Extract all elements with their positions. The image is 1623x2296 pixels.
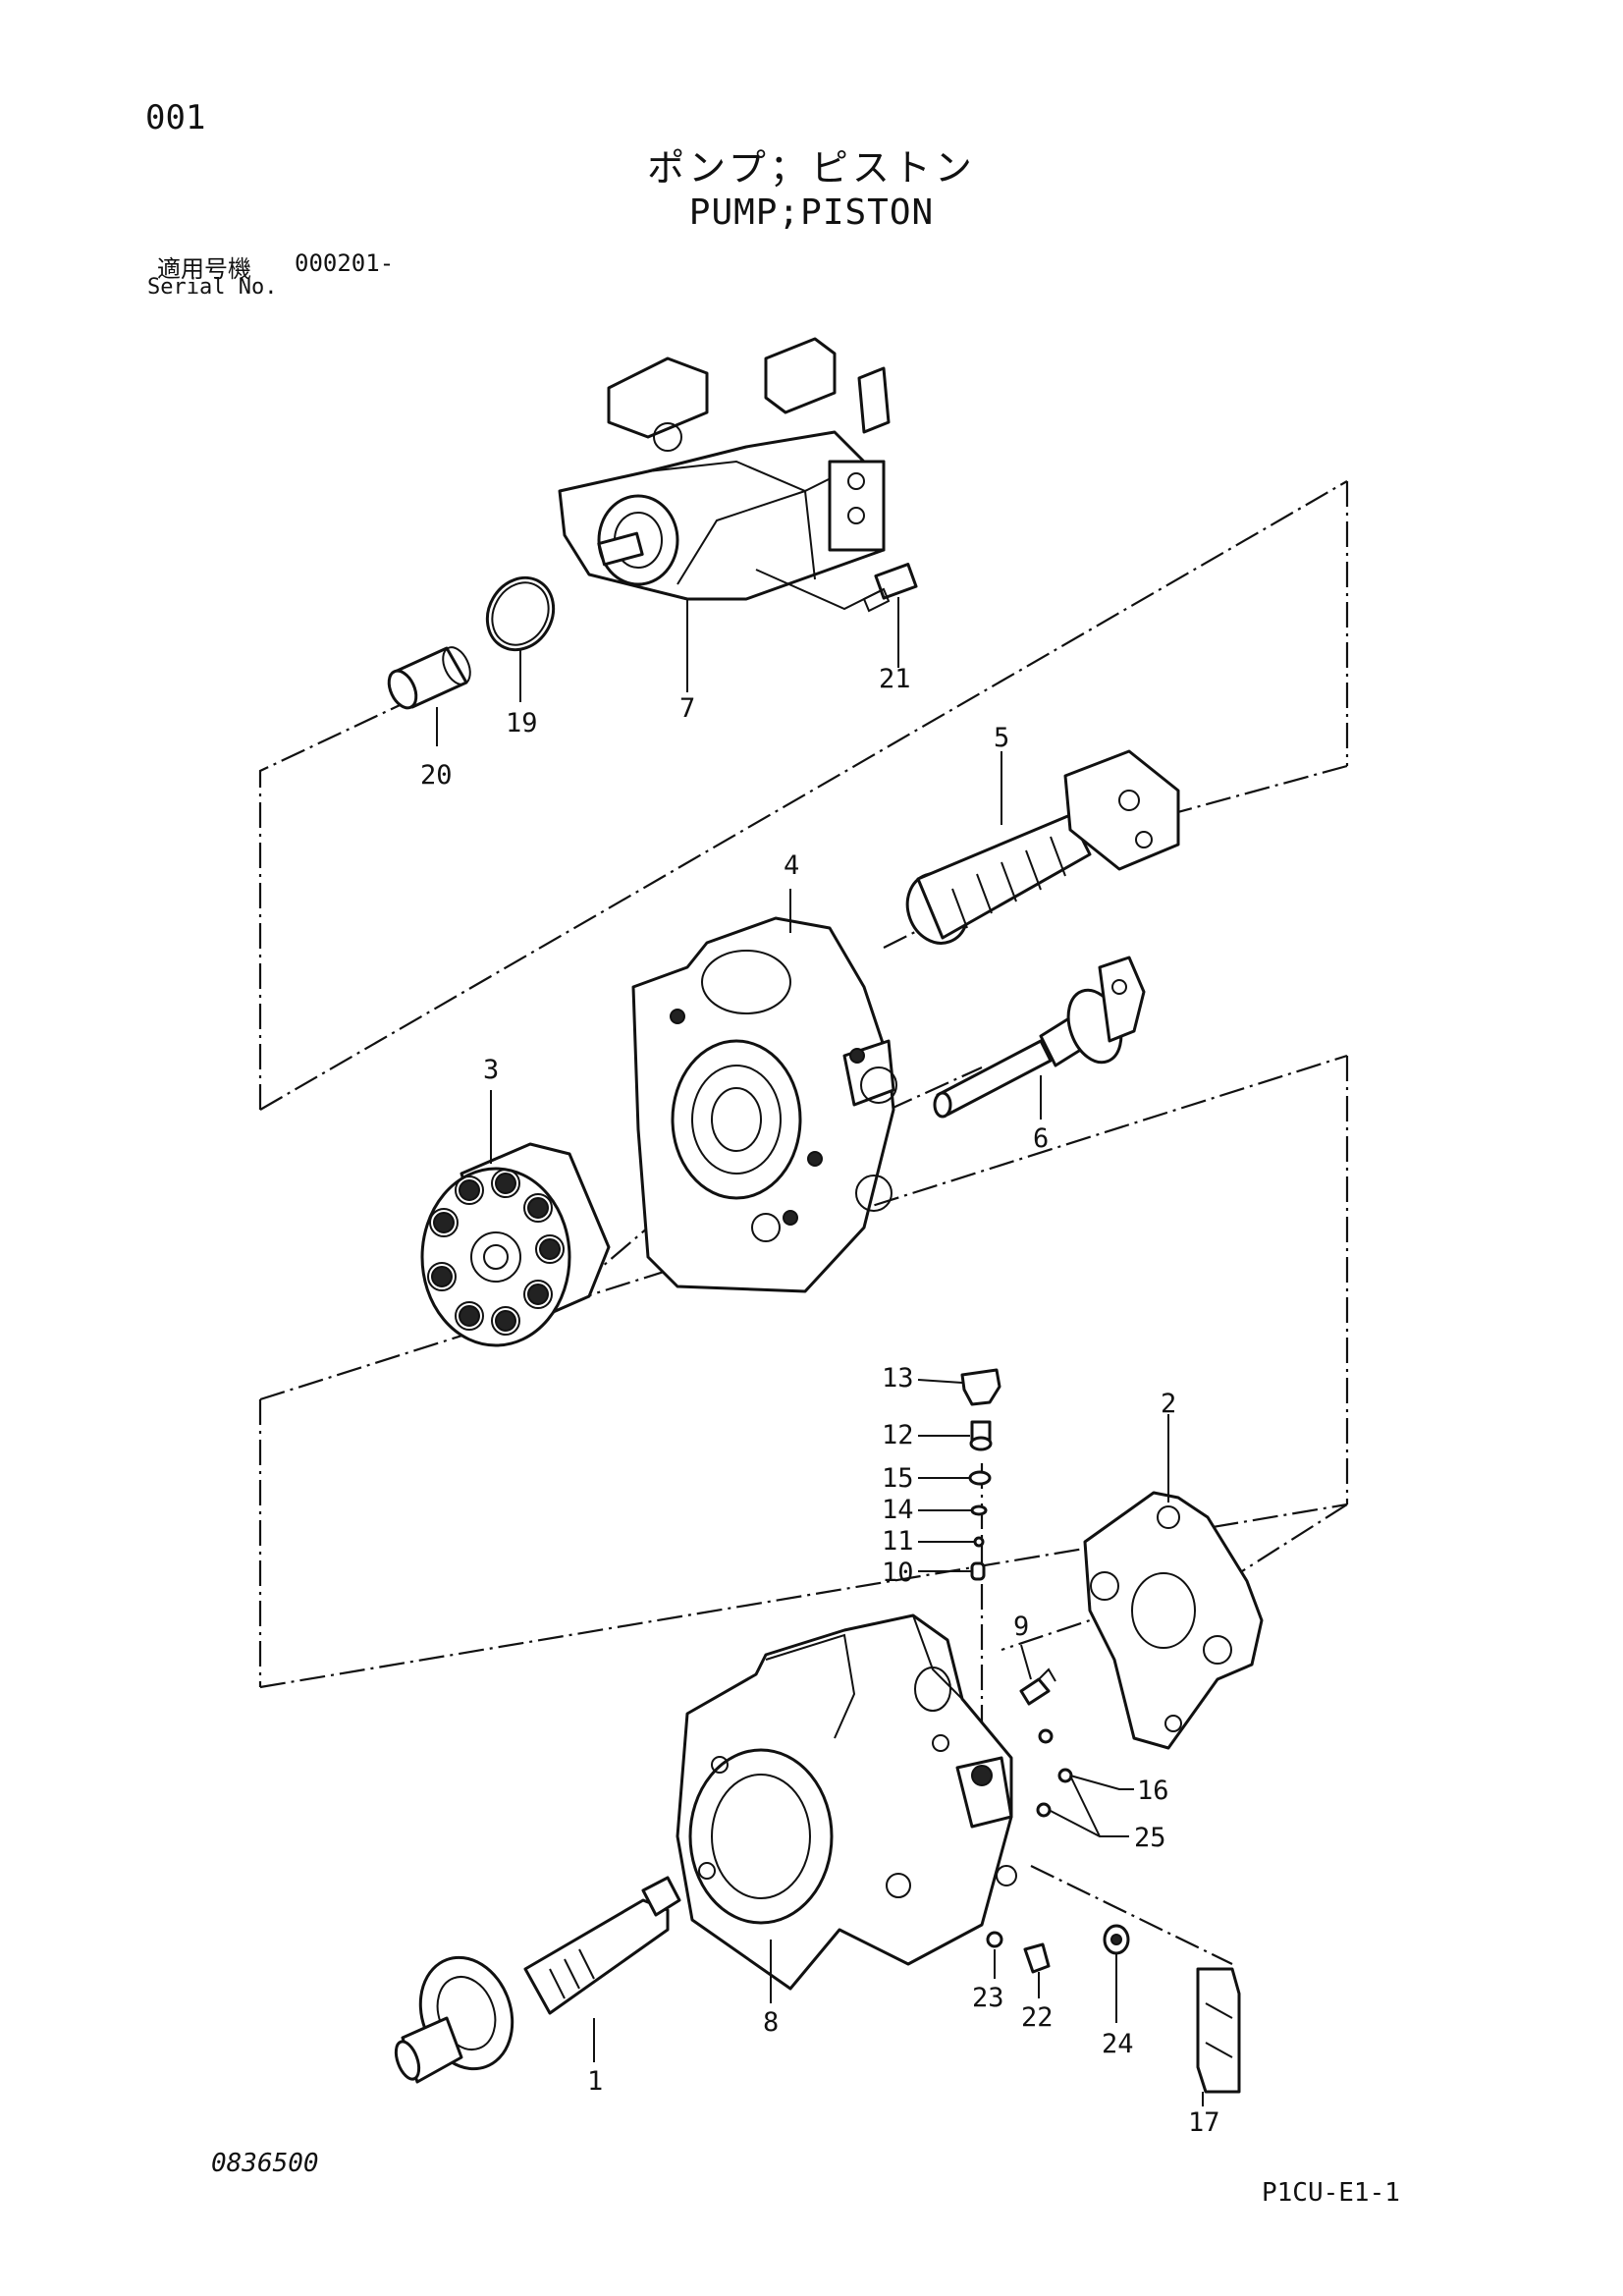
callout-24: 24 bbox=[1102, 2029, 1134, 2059]
callout-8: 8 bbox=[763, 2007, 779, 2038]
callout-25: 25 bbox=[1134, 1823, 1166, 1853]
callout-15: 15 bbox=[882, 1463, 914, 1494]
callout-14: 14 bbox=[882, 1495, 914, 1525]
part-6-rod bbox=[933, 956, 1146, 1119]
callout-4: 4 bbox=[784, 850, 799, 881]
callout-23: 23 bbox=[972, 1983, 1004, 2013]
parts-16-25-fittings bbox=[1036, 1728, 1073, 1818]
part-9-plug bbox=[1019, 1667, 1056, 1706]
part-8-pump-housing bbox=[676, 1613, 1017, 1991]
callout-1: 1 bbox=[587, 2066, 603, 2097]
title-english: PUMP;PISTON bbox=[688, 192, 935, 233]
page-number: 001 bbox=[145, 98, 206, 137]
title-japanese: ポンプ；ピストン bbox=[647, 146, 976, 190]
serial-label-japanese: 適用号機 bbox=[157, 255, 251, 283]
callout-21: 21 bbox=[879, 664, 911, 694]
callout-13: 13 bbox=[882, 1363, 914, 1394]
parts-22-23-24-plugs bbox=[986, 1924, 1130, 1974]
part-5-spring-assembly bbox=[905, 749, 1180, 945]
page-code: P1CU-E1-1 bbox=[1262, 2178, 1400, 2208]
callout-22: 22 bbox=[1021, 2002, 1054, 2033]
part-17-name-plate bbox=[1196, 1967, 1241, 2094]
callout-11: 11 bbox=[882, 1526, 914, 1557]
callout-17: 17 bbox=[1188, 2107, 1220, 2138]
callout-6: 6 bbox=[1033, 1123, 1049, 1154]
callout-12: 12 bbox=[882, 1420, 914, 1450]
leader-lines bbox=[436, 569, 1204, 2106]
callout-19: 19 bbox=[506, 708, 538, 738]
part-4-valve-block bbox=[631, 916, 897, 1293]
part-21-bolt bbox=[862, 563, 918, 613]
figure-number: 0836500 bbox=[211, 2149, 319, 2178]
callout-16: 16 bbox=[1137, 1776, 1169, 1806]
part-19-o-ring bbox=[485, 575, 556, 652]
valve-stack-parts bbox=[960, 1368, 1001, 1581]
part-1-drive-shaft bbox=[394, 1876, 681, 2084]
callout-10: 10 bbox=[882, 1558, 914, 1588]
callout-9: 9 bbox=[1013, 1612, 1029, 1642]
serial-number-range: 000201- bbox=[295, 249, 395, 277]
part-20-coupling bbox=[387, 646, 471, 710]
callout-7: 7 bbox=[679, 693, 695, 724]
callout-numbers: 21 7 19 20 5 4 6 3 13 12 15 14 11 10 2 9… bbox=[420, 664, 1220, 2138]
part-2-plate bbox=[1083, 1491, 1264, 1750]
serial-label-english: Serial No. bbox=[147, 275, 278, 300]
part-3-cylinder-block bbox=[420, 1142, 611, 1347]
part-7-pump-assembly bbox=[558, 337, 891, 601]
callout-3: 3 bbox=[483, 1055, 499, 1085]
callout-20: 20 bbox=[420, 760, 453, 791]
callout-2: 2 bbox=[1161, 1389, 1176, 1419]
callout-5: 5 bbox=[994, 723, 1009, 753]
